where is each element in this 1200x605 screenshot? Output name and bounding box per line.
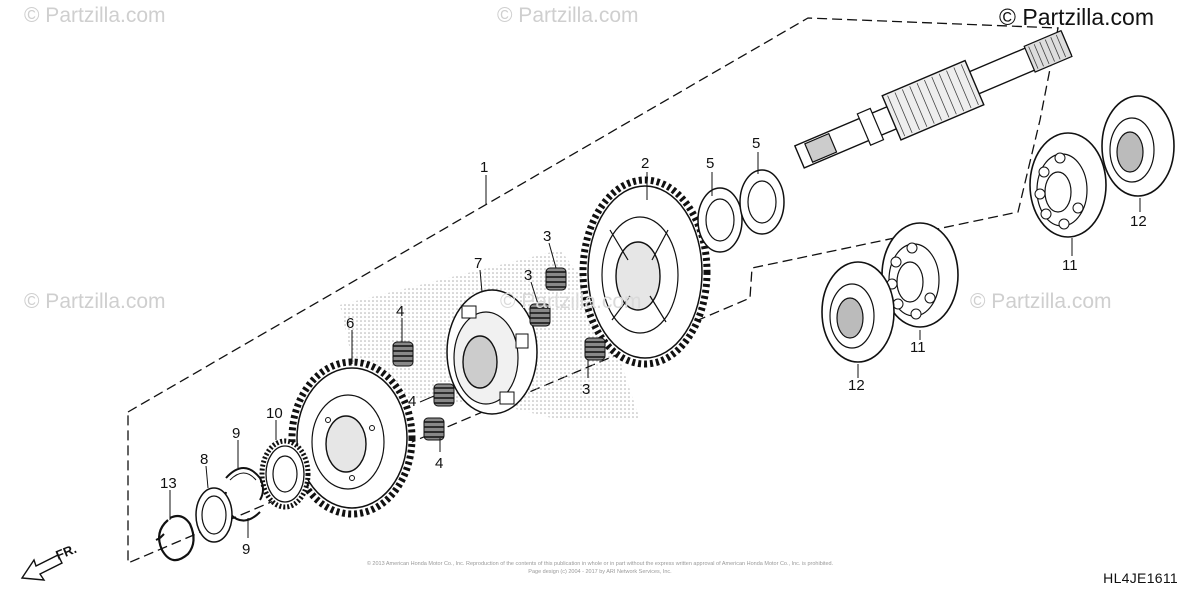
- callout-labels: 1 2 3 3 3 4 4 4 5 5 6 7 8 9 9 10 11 11 1…: [160, 135, 1147, 558]
- bearing-11-lower: [881, 222, 959, 328]
- callout-7: 7: [474, 255, 482, 272]
- gear-2: [579, 176, 711, 368]
- bearing-11-upper: [1029, 132, 1107, 238]
- thrust-washer-5b: [739, 169, 785, 235]
- brand-label: © Partzilla.com: [999, 4, 1154, 30]
- front-label: FR.: [54, 541, 79, 563]
- callout-2: 2: [641, 155, 649, 172]
- callout-8: 8: [200, 451, 208, 468]
- snap-ring-13: [155, 514, 195, 562]
- spring-3a: [545, 267, 567, 291]
- bearing-12-upper: [1101, 95, 1175, 197]
- callout-3b: 3: [524, 267, 532, 284]
- splined-washer-10: [259, 438, 311, 510]
- callout-4b: 4: [408, 393, 416, 410]
- callout-11b: 11: [1062, 257, 1078, 274]
- thrust-washer-8: [195, 487, 233, 543]
- callout-10: 10: [266, 405, 283, 422]
- damper-hub-7: [446, 289, 538, 415]
- gear-6: [288, 358, 416, 518]
- copyright-line-1: © 2013 American Honda Motor Co., Inc. Re…: [366, 561, 834, 567]
- callout-5a: 5: [706, 155, 714, 172]
- spring-4b: [433, 383, 455, 407]
- callout-3a: 3: [543, 228, 551, 245]
- callout-9b: 9: [242, 541, 250, 558]
- watermark-top-center: © Partzilla.com: [497, 4, 639, 27]
- diagram-code: HL4JE1611: [1103, 570, 1178, 586]
- callout-9a: 9: [232, 425, 240, 442]
- copyright-notice: © 2013 American Honda Motor Co., Inc. Re…: [330, 560, 870, 576]
- watermark-mid-center: © Partzilla.com: [500, 290, 642, 313]
- callout-11a: 11: [910, 339, 926, 356]
- watermark-mid-left: © Partzilla.com: [24, 290, 166, 313]
- callout-12b: 12: [1130, 213, 1147, 230]
- spring-3b: [529, 303, 551, 327]
- callout-4a: 4: [396, 303, 404, 320]
- callout-4c: 4: [435, 455, 443, 472]
- callout-6: 6: [346, 315, 354, 332]
- thrust-washer-5a: [697, 187, 743, 253]
- bearing-12-lower: [821, 261, 895, 363]
- leader-lines: [169, 152, 1141, 538]
- copyright-line-2: Page design (c) 2004 - 2017 by ARI Netwo…: [528, 569, 672, 575]
- assembly-boundary: [127, 17, 1059, 564]
- callout-5b: 5: [752, 135, 760, 152]
- callout-12a: 12: [848, 377, 865, 394]
- spring-4c: [423, 417, 445, 441]
- spring-4a: [392, 341, 414, 367]
- mainshaft: [793, 29, 1073, 169]
- front-direction-arrow: FR.: [20, 541, 79, 581]
- watermark-mid-right: © Partzilla.com: [970, 290, 1112, 313]
- callout-1: 1: [480, 159, 488, 176]
- watermark-top-left: © Partzilla.com: [24, 4, 166, 27]
- callout-3c: 3: [582, 381, 590, 398]
- spring-3c: [584, 337, 606, 361]
- callout-13: 13: [160, 475, 177, 492]
